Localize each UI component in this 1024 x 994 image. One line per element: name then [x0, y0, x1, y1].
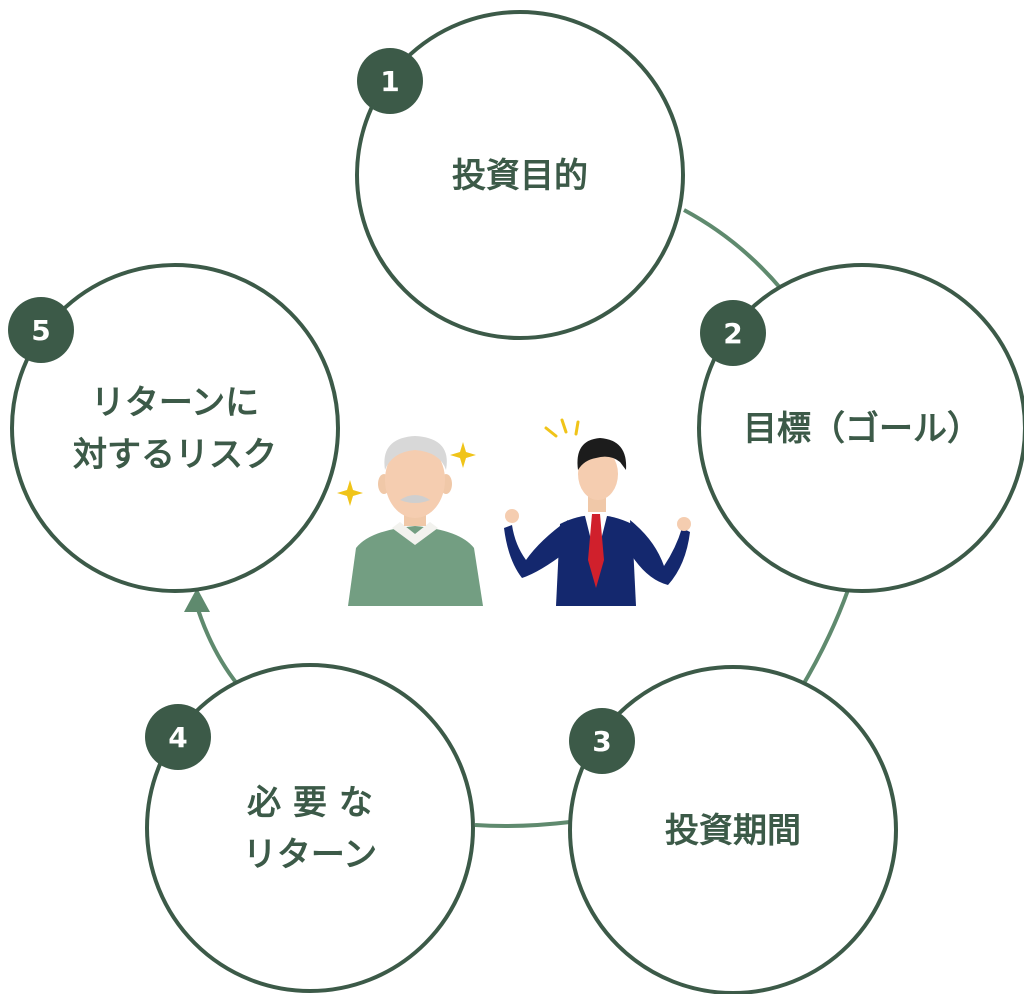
hand-left — [505, 509, 519, 523]
hand-right — [677, 517, 691, 531]
step-circle — [10, 263, 340, 593]
step-label: リターンに — [91, 383, 259, 423]
step-label: 必 要 な — [247, 783, 373, 823]
step-number-badge — [569, 708, 635, 774]
step-number: 4 — [168, 721, 187, 754]
connector-4-5 — [193, 599, 240, 687]
step-3: 投資期間 3 — [568, 665, 898, 994]
step-label: 対するリスク — [73, 435, 277, 475]
step-1: 投資目的 1 — [355, 10, 685, 340]
step-label: 投資目的 — [452, 156, 588, 196]
connector-1-2 — [683, 208, 784, 292]
step-circle — [568, 665, 898, 994]
step-circle — [145, 663, 475, 993]
step-label: 投資期間 — [665, 811, 801, 851]
hair-shape — [577, 438, 627, 470]
step-number-badge — [145, 704, 211, 770]
face-shape — [385, 442, 445, 518]
step-2: 目標（ゴール） 2 — [697, 263, 1024, 593]
idea-rays-icon — [544, 418, 580, 438]
suit-left-arm — [504, 520, 568, 578]
step-number: 5 — [31, 314, 50, 347]
step-number: 3 — [592, 725, 611, 758]
step-number: 1 — [380, 65, 399, 98]
connector-2-3 — [798, 589, 850, 692]
step-circle — [355, 10, 685, 340]
businessman-figure — [504, 438, 691, 606]
step-label: リターン — [243, 835, 377, 875]
consultation-illustration — [337, 418, 691, 606]
suit-right-arm — [630, 520, 690, 585]
sparkle-icon — [337, 480, 363, 506]
arrowhead-icon — [184, 588, 210, 612]
sweater-shape — [348, 526, 483, 606]
collar-shape — [392, 522, 438, 545]
elderly-man-figure — [348, 436, 483, 606]
step-number-badge — [357, 48, 423, 114]
sparkle-icon — [450, 442, 476, 468]
step-number: 2 — [723, 317, 742, 350]
mustache-shape — [400, 495, 430, 503]
face-shape — [578, 448, 618, 500]
step-label: 目標（ゴール） — [743, 409, 981, 449]
hair-shape — [384, 436, 447, 470]
step-number-badge — [8, 297, 74, 363]
step-number-badge — [700, 300, 766, 366]
connector-3-4 — [474, 820, 571, 828]
tie-shape — [588, 514, 604, 588]
sparkle-icons — [337, 442, 476, 506]
step-circle — [697, 263, 1024, 593]
